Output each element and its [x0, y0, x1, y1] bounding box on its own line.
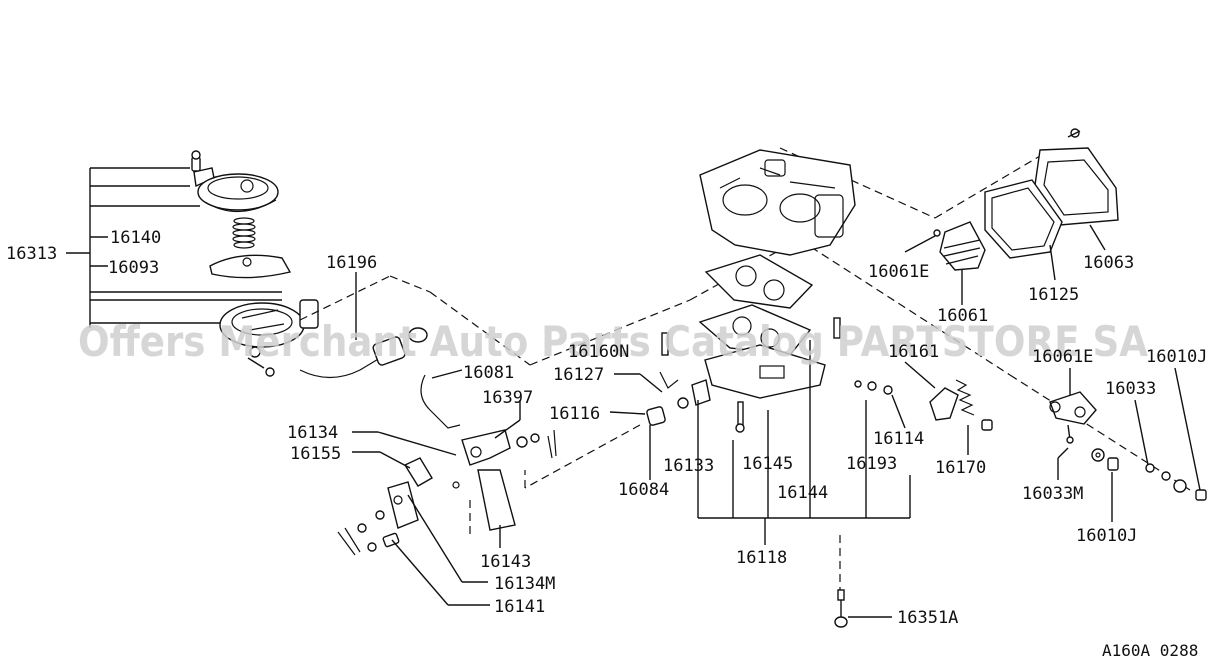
diaphragm-assembly — [191, 150, 319, 377]
label-16141: 16141 — [494, 597, 545, 617]
spring-16140 — [232, 217, 256, 249]
label-16127: 16127 — [553, 365, 604, 385]
label-16313: 16313 — [6, 244, 57, 264]
linkage-rod-16196 — [299, 272, 428, 379]
label-16125: 16125 — [1028, 285, 1079, 305]
label-16081: 16081 — [463, 363, 514, 383]
label-16084: 16084 — [618, 480, 669, 500]
lever-16170 — [929, 379, 993, 431]
label-16133: 16133 — [663, 456, 714, 476]
label-16061E-top: 16061E — [868, 262, 929, 282]
label-16351A: 16351A — [897, 608, 958, 628]
label-16134: 16134 — [287, 423, 338, 443]
throttle-lever-parts — [337, 374, 557, 556]
label-16160N: 16160N — [568, 342, 629, 362]
label-16061E-right: 16061E — [1032, 347, 1093, 367]
label-16061: 16061 — [937, 306, 988, 326]
label-16116: 16116 — [549, 404, 600, 424]
label-16114: 16114 — [873, 429, 924, 449]
label-16193: 16193 — [846, 454, 897, 474]
label-16010J-bottom: 16010J — [1076, 526, 1137, 546]
leader-lines — [352, 224, 1201, 618]
label-16170: 16170 — [935, 458, 986, 478]
label-16145: 16145 — [742, 454, 793, 474]
bracket-16313 — [66, 167, 282, 328]
label-16196: 16196 — [326, 253, 377, 273]
label-16118: 16118 — [736, 548, 787, 568]
label-16063: 16063 — [1083, 253, 1134, 273]
screw-16351A — [834, 589, 848, 628]
float-chamber-cover — [933, 128, 1119, 271]
part-labels: 16313 16140 16093 16196 16081 16397 1613… — [6, 228, 1207, 660]
label-16033: 16033 — [1105, 379, 1156, 399]
label-16143: 16143 — [480, 552, 531, 572]
label-16093: 16093 — [108, 258, 159, 278]
accelerator-pump-parts — [1049, 391, 1207, 501]
label-16155: 16155 — [290, 444, 341, 464]
label-16140: 16140 — [110, 228, 161, 248]
gaskets-plates — [698, 254, 826, 399]
label-16033M: 16033M — [1022, 484, 1083, 504]
label-16144: 16144 — [777, 483, 828, 503]
label-16134M: 16134M — [494, 574, 555, 594]
diagram-code: A160A 0288 — [1102, 641, 1198, 660]
label-16397: 16397 — [482, 388, 533, 408]
label-16010J-top: 16010J — [1146, 347, 1207, 367]
watermark-text: Offers Merchant Auto Parts Catalog PARTS… — [78, 317, 1148, 366]
label-16161: 16161 — [888, 342, 939, 362]
carburetor-body — [699, 149, 856, 256]
throttle-fasteners — [646, 317, 893, 433]
